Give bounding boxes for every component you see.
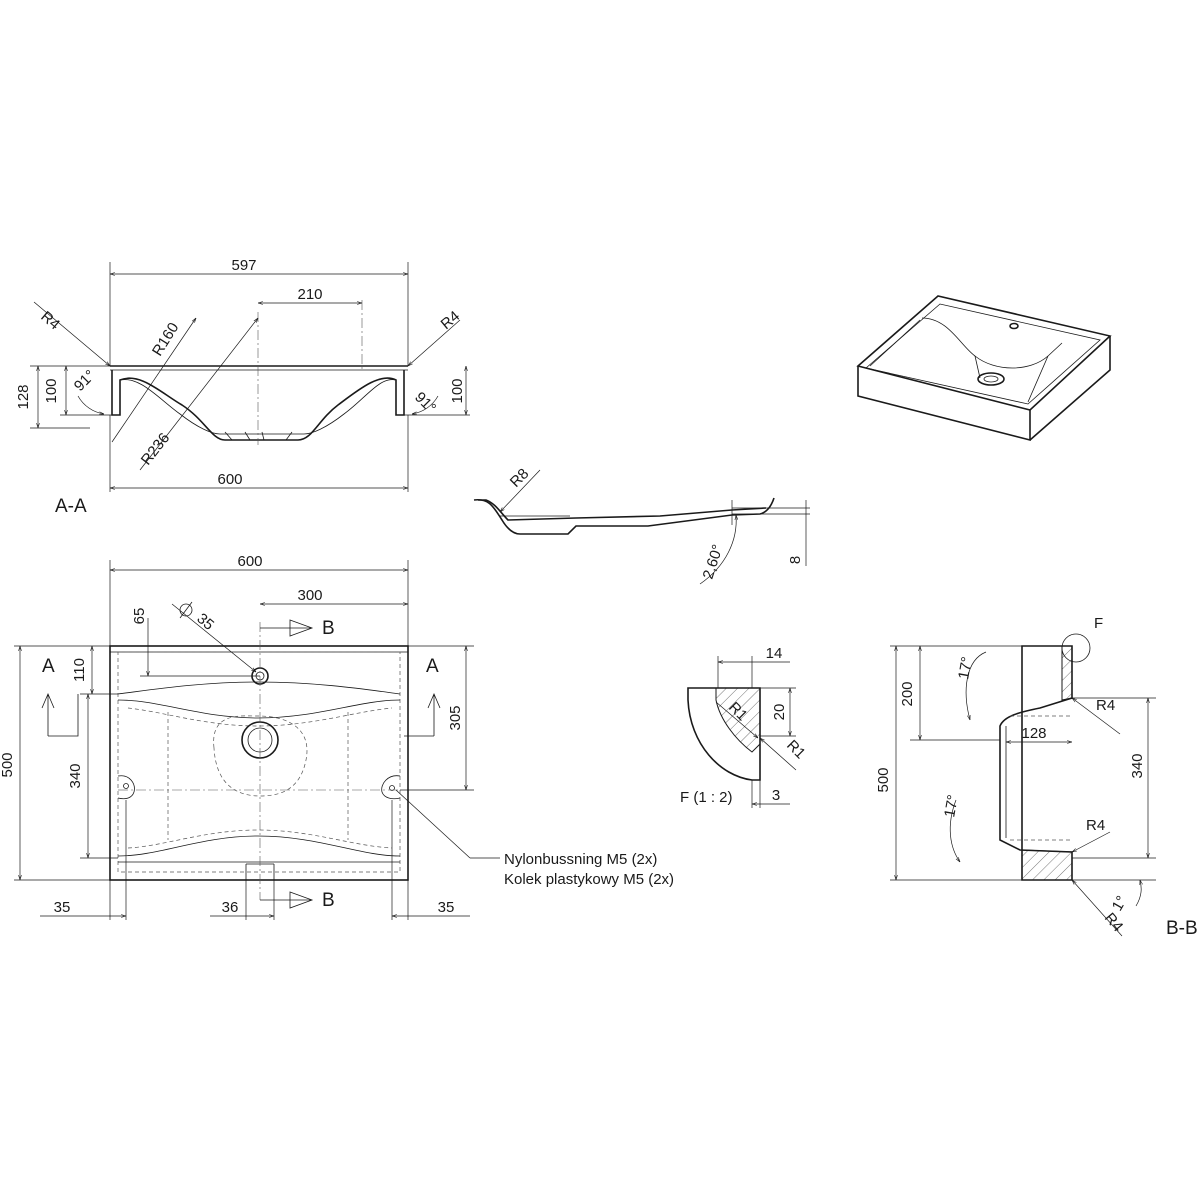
plan-dim-500: 500 — [0, 752, 16, 777]
bb-dim-r4-mid: R4 — [1086, 817, 1105, 834]
plan-dim-hole: 35 — [193, 610, 217, 634]
detail-f-label: F (1 : 2) — [680, 789, 733, 806]
aa-dim-100-left: 100 — [43, 378, 60, 403]
plan-dim-305: 305 — [447, 705, 464, 730]
bb-dim-17-bottom: 17° — [941, 793, 962, 818]
plan-dim-65: 65 — [131, 608, 148, 625]
plan-dim-35-right: 35 — [438, 899, 455, 916]
plan-note-line2: Kolek plastykowy M5 (2x) — [504, 871, 674, 888]
aa-dim-r236: R236 — [138, 430, 173, 469]
plan-dim-300: 300 — [297, 587, 322, 604]
section-bb-view: F 200 500 128 340 17° 17° R4 R4 R4 1° — [875, 615, 1198, 939]
aa-dim-angle-right: 91° — [411, 389, 439, 417]
detail-dim-3: 3 — [772, 787, 780, 804]
plan-dim-110: 110 — [71, 658, 88, 682]
aa-dim-angle-left: 91° — [71, 367, 99, 395]
section-bb-label: B-B — [1166, 918, 1198, 939]
bb-dim-128: 128 — [1021, 725, 1046, 742]
aa-dim-100-right: 100 — [449, 378, 466, 403]
detail-f-view: 14 20 R1 R1 3 F (1 : 2) — [680, 645, 809, 808]
plan-dim-600: 600 — [237, 553, 262, 570]
aa-dim-128: 128 — [15, 384, 32, 409]
isometric-basin-view — [856, 295, 1112, 442]
aa-dim-r160: R160 — [149, 320, 182, 359]
aa-dim-r4-right: R4 — [438, 308, 464, 333]
section-aa-view: 597 210 R4 R4 R160 R236 128 100 91° 100 — [15, 257, 470, 517]
plan-section-a-left: A — [42, 656, 55, 677]
aa-dim-210: 210 — [297, 286, 322, 303]
profile-dim-8: 8 — [787, 556, 804, 564]
edge-profile-view: R8 2,60° 8 — [473, 465, 810, 585]
aa-dim-600: 600 — [217, 471, 242, 488]
plan-dim-36: 36 — [222, 899, 239, 916]
profile-dim-r8: R8 — [507, 465, 533, 491]
plan-section-b-bottom: B — [322, 890, 335, 911]
bb-dim-17-top: 17° — [955, 655, 976, 680]
bb-dim-500: 500 — [875, 767, 892, 792]
bb-dim-340: 340 — [1129, 753, 1146, 778]
plan-note-line1: Nylonbussning M5 (2x) — [504, 851, 657, 868]
plan-dim-340: 340 — [67, 763, 84, 788]
plan-dim-35-left: 35 — [54, 899, 71, 916]
aa-dim-597: 597 — [231, 257, 256, 274]
detail-dim-14: 14 — [766, 645, 783, 662]
aa-dim-r4-left: R4 — [37, 308, 63, 333]
detail-dim-20: 20 — [771, 704, 788, 721]
bb-dim-200: 200 — [899, 681, 916, 706]
detail-dim-r1-b: R1 — [783, 737, 809, 763]
plan-section-b-top: B — [322, 618, 335, 639]
bb-dim-r4-top: R4 — [1096, 697, 1115, 714]
top-plan-view: 600 300 65 35 110 500 340 305 35 — [0, 553, 674, 920]
section-aa-label: A-A — [55, 496, 87, 517]
plan-section-a-right: A — [426, 656, 439, 677]
bb-detail-marker-f: F — [1094, 615, 1103, 632]
section-aa-outline — [110, 300, 408, 445]
